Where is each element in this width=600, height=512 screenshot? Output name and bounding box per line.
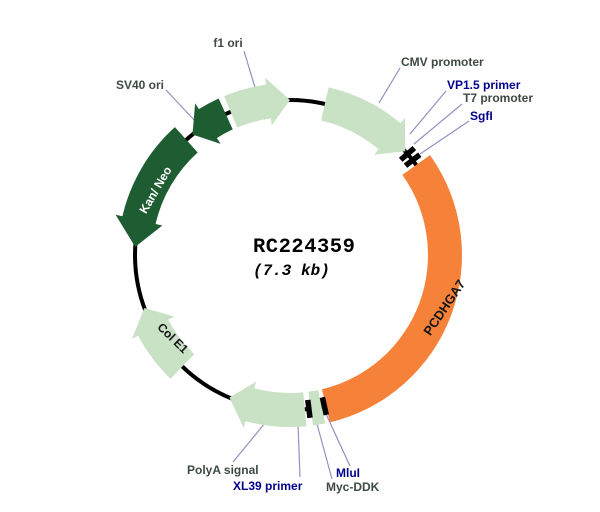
polya-signal-leader-line: [232, 422, 266, 463]
myc-ddk-segment-arc: [308, 390, 326, 426]
col-e1-arc: [131, 308, 195, 379]
f1-ori-arc: [224, 77, 290, 128]
f1-ori-label: f1 ori: [213, 36, 242, 50]
xl39-primer-label: XL39 primer: [233, 479, 303, 493]
cmv-promoter-arc: [321, 87, 406, 155]
sv40-ori-arc: [192, 98, 233, 144]
myc-ddk-leader-line: [316, 423, 333, 480]
sgfi-leader-line: [419, 120, 470, 155]
polya-signal-label: PolyA signal: [187, 463, 259, 477]
sgfi-label: SgfI: [470, 109, 493, 123]
polya-junction-tick: [305, 399, 313, 419]
cmv-promoter-label: CMV promoter: [401, 55, 484, 69]
t7-promoter-tick: [398, 145, 417, 162]
mlui-leader-line: [325, 413, 351, 467]
vp15-primer-label: VP1.5 primer: [447, 78, 521, 92]
vp15-primer-leader-line: [409, 90, 447, 135]
plasmid-size: (7.3 kb): [253, 262, 330, 280]
sv40-ori-label: SV40 ori: [116, 78, 164, 92]
kan-neo-arc: [115, 127, 198, 247]
plasmid-title-block: RC224359 (7.3 kb): [253, 236, 355, 280]
mlui-label: MluI: [336, 466, 360, 480]
xl39-primer-leader-line: [297, 423, 301, 478]
cmv-promoter-leader-line: [378, 67, 401, 104]
polya-signal-arc: [229, 381, 307, 428]
sgfi-tick: [403, 152, 422, 168]
pcdhga7-arc: [321, 155, 463, 423]
t7-promoter-label: T7 promoter: [463, 91, 533, 105]
plasmid-name: RC224359: [253, 236, 356, 259]
mlui-tick: [319, 396, 330, 416]
myc-ddk-label: Myc-DDK: [326, 480, 380, 494]
t7-promoter-leader-line: [413, 103, 463, 145]
sv40-ori-leader-line: [165, 89, 197, 123]
